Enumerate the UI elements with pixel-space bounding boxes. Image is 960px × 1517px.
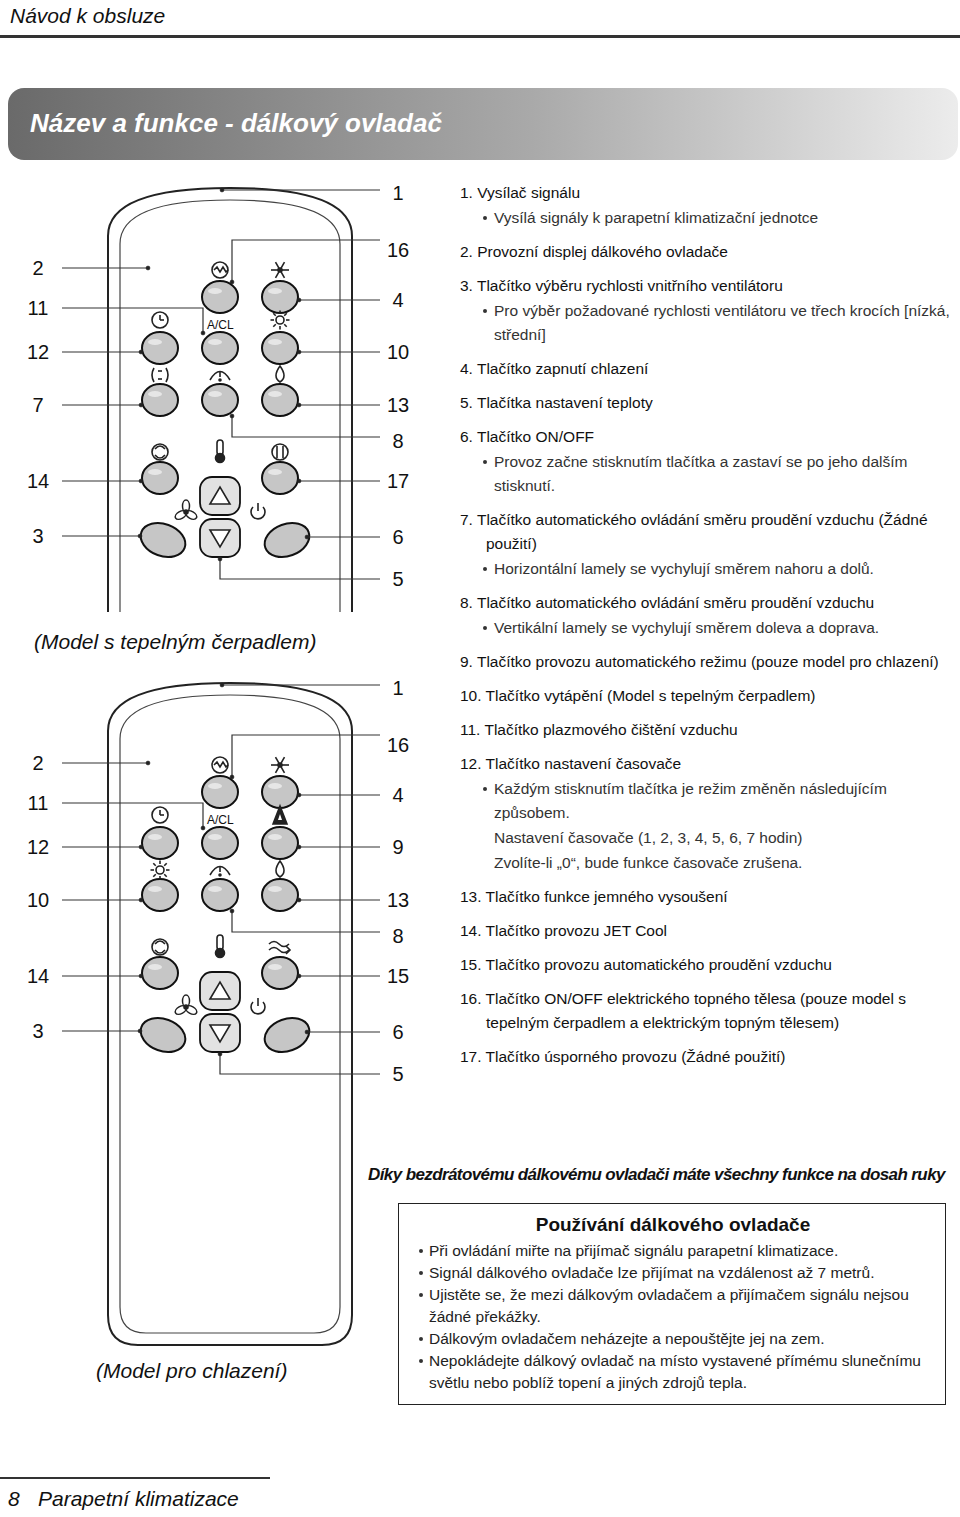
footer-text: Parapetní klimatizace (38, 1486, 239, 1512)
list-heading: 5. Tlačítka nastavení teploty (460, 391, 952, 415)
model-caption: (Model pro chlazení) (96, 1358, 287, 1384)
callout-number: 6 (378, 1020, 418, 1044)
callout-number: 2 (18, 751, 58, 775)
info-box: Používání dálkového ovladačePři ovládání… (398, 1203, 946, 1405)
list-heading: 2. Provozní displej dálkového ovladače (460, 240, 952, 264)
callout-number: 7 (18, 393, 58, 417)
list-heading: 10. Tlačítko vytápění (Model s tepelným … (460, 684, 952, 708)
list-bullet: Každým stisknutím tlačítka je režim změn… (460, 777, 952, 825)
callout-number: 16 (378, 238, 418, 262)
list-note: Zvolíte-li „0“, bude funkce časovače zru… (460, 851, 952, 875)
list-heading: 12. Tlačítko nastavení časovače (460, 752, 952, 776)
list-heading: 7. Tlačítko automatického ovládání směru… (460, 508, 952, 556)
callout-number: 3 (18, 1019, 58, 1043)
callout-number: 13 (378, 393, 418, 417)
list-heading: 1. Vysílač signálu (460, 181, 952, 205)
bullet-dot (483, 787, 487, 791)
list-heading: 14. Tlačítko provozu JET Cool (460, 919, 952, 943)
list-bullet: Vertikální lamely se vychylují směrem do… (460, 616, 952, 640)
list-bullet: Horizontální lamely se vychylují směrem … (460, 557, 952, 581)
remote-drawings (62, 188, 380, 1345)
callout-number: 17 (378, 469, 418, 493)
button-label: A/CL (207, 318, 234, 332)
box-bullet: Nepokládejte dálkový ovladač na místo vy… (415, 1350, 931, 1394)
bullet-dot (419, 1337, 423, 1341)
bullet-dot (483, 567, 487, 571)
callout-number: 16 (378, 733, 418, 757)
callout-number: 2 (18, 256, 58, 280)
box-heading: Používání dálkového ovladače (415, 1212, 931, 1238)
list-heading: 15. Tlačítko provozu automatického proud… (460, 953, 952, 977)
footer-rule (0, 1477, 270, 1479)
list-heading: 17. Tlačítko úsporného provozu (Žádné po… (460, 1045, 952, 1069)
button-label: A/CL (207, 813, 234, 827)
callout-number: 1 (378, 676, 418, 700)
callout-number: 1 (378, 181, 418, 205)
callout-number: 10 (378, 340, 418, 364)
list-bullet: Pro výběr požadované rychlosti ventiláto… (460, 299, 952, 347)
list-heading: 13. Tlačítko funkce jemného vysoušení (460, 885, 952, 909)
callout-number: 4 (378, 288, 418, 312)
header-rule (0, 35, 960, 38)
callout-number: 5 (378, 1062, 418, 1086)
box-bullet: Dálkovým ovladačem neházejte a nepouštěj… (415, 1328, 931, 1350)
bullet-dot (483, 309, 487, 313)
callout-number: 11 (18, 791, 58, 815)
bullet-dot (419, 1359, 423, 1363)
list-heading: 9. Tlačítko provozu automatického režimu… (460, 650, 952, 674)
list-heading: 6. Tlačítko ON/OFF (460, 425, 952, 449)
callout-number: 13 (378, 888, 418, 912)
callout-number: 11 (18, 296, 58, 320)
bullet-dot (483, 460, 487, 464)
page-header: Návod k obsluze (10, 2, 165, 30)
callout-number: 14 (18, 469, 58, 493)
bullet-dot (419, 1249, 423, 1253)
callout-number: 8 (378, 924, 418, 948)
bullet-dot (419, 1271, 423, 1275)
model-caption: (Model s tepelným čerpadlem) (34, 629, 316, 655)
callout-number: 9 (378, 835, 418, 859)
list-heading: 11. Tlačítko plazmového čištění vzduchu (460, 718, 952, 742)
function-list: 1. Vysílač signáluVysílá signály k parap… (460, 181, 952, 1069)
page-number: 8 (8, 1486, 20, 1512)
list-bullet: Vysílá signály k parapetní klimatizační … (460, 206, 952, 230)
callout-number: 5 (378, 567, 418, 591)
callout-number: 4 (378, 783, 418, 807)
callout-number: 14 (18, 964, 58, 988)
callout-number: 15 (378, 964, 418, 988)
callout-number: 3 (18, 524, 58, 548)
box-bullet: Ujistěte se, že mezi dálkovým ovladačem … (415, 1284, 931, 1328)
list-bullet: Provoz začne stisknutím tlačítka a zasta… (460, 450, 952, 498)
callout-number: 8 (378, 429, 418, 453)
list-heading: 16. Tlačítko ON/OFF elektrického topného… (460, 987, 952, 1035)
callout-number: 12 (18, 340, 58, 364)
title-band (8, 88, 958, 160)
callout-number: 12 (18, 835, 58, 859)
callout-number: 10 (18, 888, 58, 912)
page-title: Název a funkce - dálkový ovladač (30, 107, 442, 139)
slogan: Díky bezdrátovému dálkovému ovladači mát… (368, 1163, 956, 1187)
list-heading: 8. Tlačítko automatického ovládání směru… (460, 591, 952, 615)
list-heading: 3. Tlačítko výběru rychlosti vnitřního v… (460, 274, 952, 298)
callout-number: 6 (378, 525, 418, 549)
box-bullet: Při ovládání miřte na přijímač signálu p… (415, 1240, 931, 1262)
list-note: Nastavení časovače (1, 2, 3, 4, 5, 6, 7 … (460, 826, 952, 850)
bullet-dot (483, 216, 487, 220)
bullet-dot (483, 626, 487, 630)
bullet-dot (419, 1293, 423, 1297)
list-heading: 4. Tlačítko zapnutí chlazení (460, 357, 952, 381)
box-bullet: Signál dálkového ovladače lze přijímat n… (415, 1262, 931, 1284)
